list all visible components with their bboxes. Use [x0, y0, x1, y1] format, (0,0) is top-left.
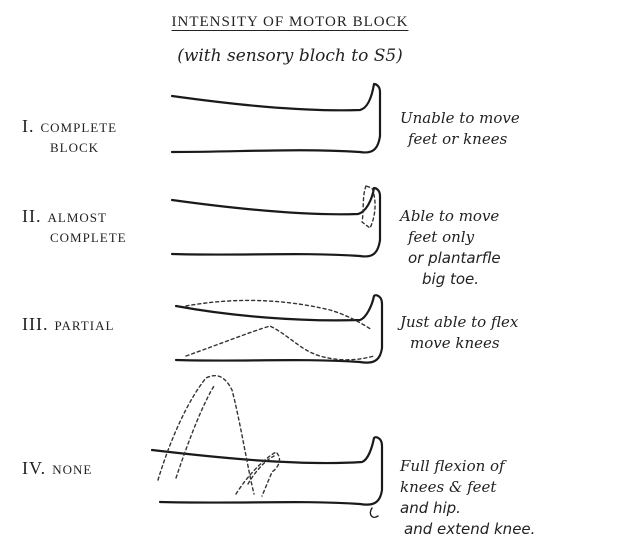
- leg-none: [152, 376, 382, 518]
- leg-almost-complete: [172, 186, 380, 256]
- leg-partial: [176, 295, 382, 362]
- leg-drawings: [0, 0, 637, 529]
- leg-complete-block: [172, 84, 380, 152]
